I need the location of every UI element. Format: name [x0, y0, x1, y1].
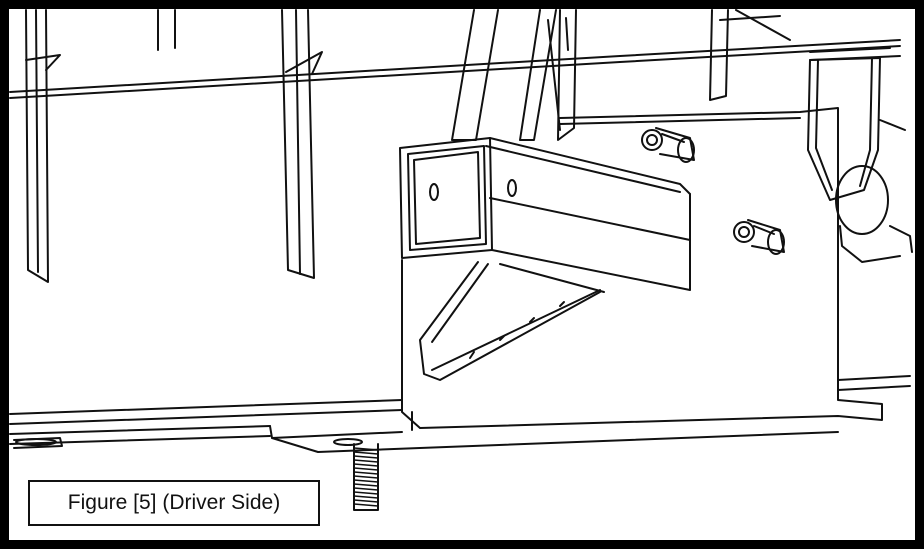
- mounting-tab: [269, 425, 839, 453]
- frame-rail: [9, 375, 911, 449]
- vertical-fins: [25, 9, 791, 283]
- top-rail: [9, 39, 901, 99]
- hitch-receiver-tube: [399, 137, 691, 291]
- figure-caption: Figure [5] (Driver Side): [28, 480, 320, 526]
- flange-bolt-upper: [641, 127, 695, 163]
- bracket-plate: [401, 107, 883, 431]
- gusset-plate: [419, 261, 605, 381]
- threaded-bolt: [353, 443, 379, 511]
- roller-mount: [807, 47, 913, 263]
- flange-bolt-lower: [733, 219, 785, 255]
- upper-arms: [451, 9, 561, 141]
